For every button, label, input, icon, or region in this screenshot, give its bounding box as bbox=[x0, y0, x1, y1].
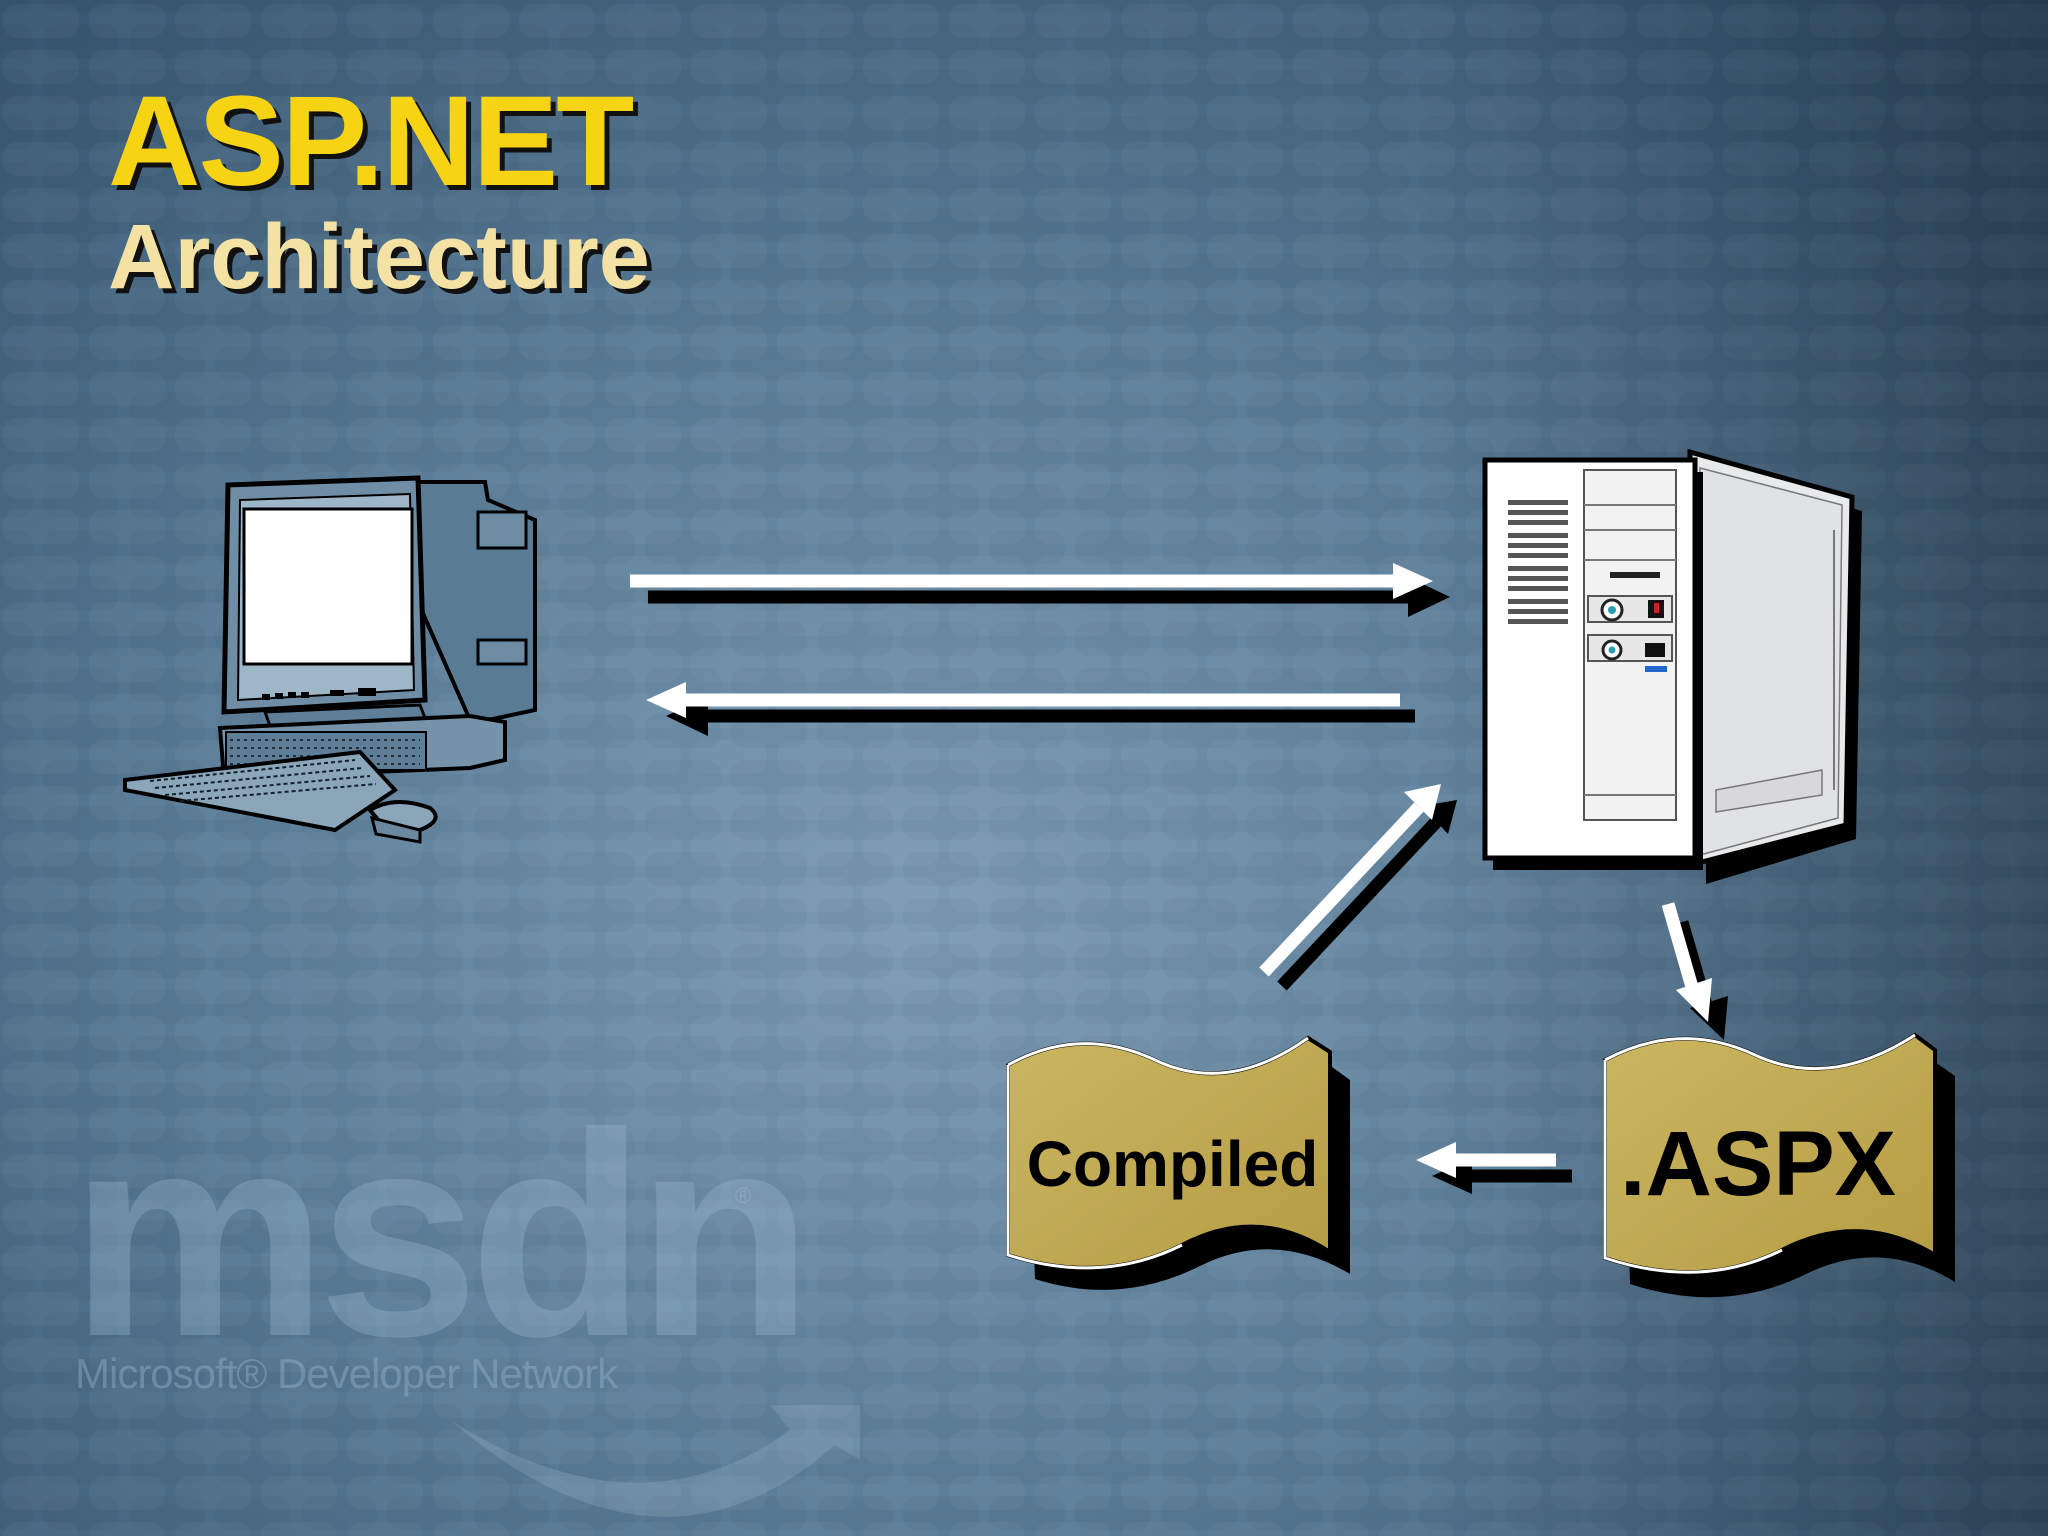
msdn-watermark-tagline: Microsoft® Developer Network bbox=[75, 1350, 618, 1397]
arrow-server-to-client bbox=[646, 682, 1415, 736]
arrow-client-to-server bbox=[630, 563, 1450, 617]
slide-title: ASP.NET bbox=[108, 70, 634, 213]
compiled-label: Compiled bbox=[1026, 1128, 1319, 1200]
arrow-server-to-aspx bbox=[1661, 902, 1728, 1040]
desktop-computer-icon bbox=[123, 475, 537, 844]
aspx-label: .ASPX bbox=[1619, 1113, 1897, 1215]
watermark-swoosh-icon bbox=[450, 1405, 860, 1517]
server-tower-icon bbox=[1482, 448, 1862, 884]
compiled-scroll-icon bbox=[1006, 1035, 1350, 1290]
arrow-compiled-to-server bbox=[1259, 784, 1457, 991]
msdn-watermark-logo: msdn bbox=[70, 1073, 813, 1397]
arrow-aspx-to-compiled bbox=[1416, 1142, 1572, 1194]
aspx-scroll-icon bbox=[1603, 1032, 1955, 1298]
msdn-registered-mark: ® bbox=[735, 1183, 752, 1208]
slide-subtitle: Architecture bbox=[108, 206, 650, 308]
